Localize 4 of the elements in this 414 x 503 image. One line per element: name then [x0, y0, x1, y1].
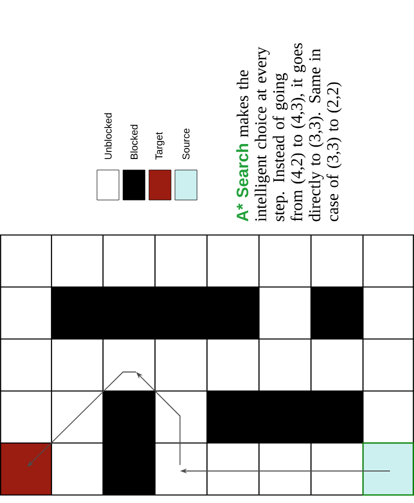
- legend-label: Blocked: [130, 124, 138, 159]
- legend-label: Target: [156, 132, 164, 160]
- legend-label: Source: [182, 128, 190, 160]
- legend-label: Unblocked: [104, 113, 112, 160]
